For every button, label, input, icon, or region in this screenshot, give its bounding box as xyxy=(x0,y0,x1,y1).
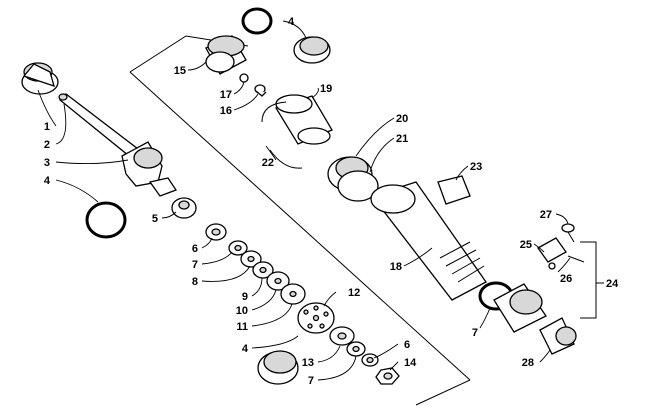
callout-20: 20 xyxy=(396,113,408,125)
adjuster-nut-part xyxy=(327,156,379,202)
lower-eyelet-part xyxy=(493,283,547,333)
shaft-eyelet-part xyxy=(21,62,59,95)
callout-22: 22 xyxy=(262,157,274,169)
callout-8: 8 xyxy=(192,276,198,288)
callout-7: 7 xyxy=(192,259,198,271)
callout-26: 26 xyxy=(560,273,572,285)
callout-5: 5 xyxy=(152,213,158,225)
washer-stack-parts xyxy=(205,223,306,305)
rod-end-body-part xyxy=(121,141,177,197)
callout-27: 27 xyxy=(540,209,552,221)
callout-13: 13 xyxy=(302,357,314,369)
callout-4: 4 xyxy=(44,175,51,187)
callout-11: 11 xyxy=(236,321,248,333)
callout-6: 6 xyxy=(192,243,198,255)
group-bracket xyxy=(580,241,604,319)
callout-3: 3 xyxy=(44,157,50,169)
callout-7: 7 xyxy=(308,375,314,387)
valve-screw-part xyxy=(254,84,267,97)
callout-14: 14 xyxy=(404,357,417,369)
shock-body-part xyxy=(370,181,487,301)
bump-stop-part xyxy=(437,175,471,205)
cap-screw-part xyxy=(561,223,575,243)
snap-ring-part xyxy=(261,101,303,169)
callout-12: 12 xyxy=(348,287,360,299)
needle-part xyxy=(567,255,585,263)
callout-labels: 1 2 3 4 5 6 7 8 9 10 11 4 12 13 7 6 14 4… xyxy=(44,16,619,387)
top-o-ring-part xyxy=(241,7,273,35)
bearing-sleeve-part xyxy=(539,317,577,355)
callout-7: 7 xyxy=(472,327,478,339)
bushing-part xyxy=(171,197,197,219)
reservoir-valve-part xyxy=(537,237,567,270)
callout-10: 10 xyxy=(236,305,248,317)
callout-21: 21 xyxy=(396,133,408,145)
hex-nut-part xyxy=(375,367,400,385)
callout-9: 9 xyxy=(242,291,248,303)
callout-2: 2 xyxy=(44,139,50,151)
callout-25: 25 xyxy=(520,239,532,251)
callout-18: 18 xyxy=(390,261,402,273)
callout-24: 24 xyxy=(606,278,619,290)
lower-washers-parts xyxy=(329,326,379,367)
top-seal-part xyxy=(293,36,331,64)
callout-4: 4 xyxy=(242,343,249,355)
callout-15: 15 xyxy=(174,65,186,77)
callout-28: 28 xyxy=(522,357,534,369)
callout-1: 1 xyxy=(44,121,50,133)
callout-23: 23 xyxy=(470,161,482,173)
callout-19: 19 xyxy=(320,83,332,95)
small-ball-part xyxy=(239,73,249,83)
callout-4: 4 xyxy=(288,16,295,28)
callout-17: 17 xyxy=(220,89,232,101)
piston-part xyxy=(297,302,335,334)
o-ring-part xyxy=(85,201,127,239)
piston-rod-part xyxy=(58,93,143,161)
callout-16: 16 xyxy=(220,105,232,117)
callout-6: 6 xyxy=(404,339,410,351)
leader-lines xyxy=(37,20,571,381)
end-cap-part xyxy=(205,35,247,75)
sleeve-part xyxy=(275,94,333,145)
seal-ring-part xyxy=(257,350,299,385)
